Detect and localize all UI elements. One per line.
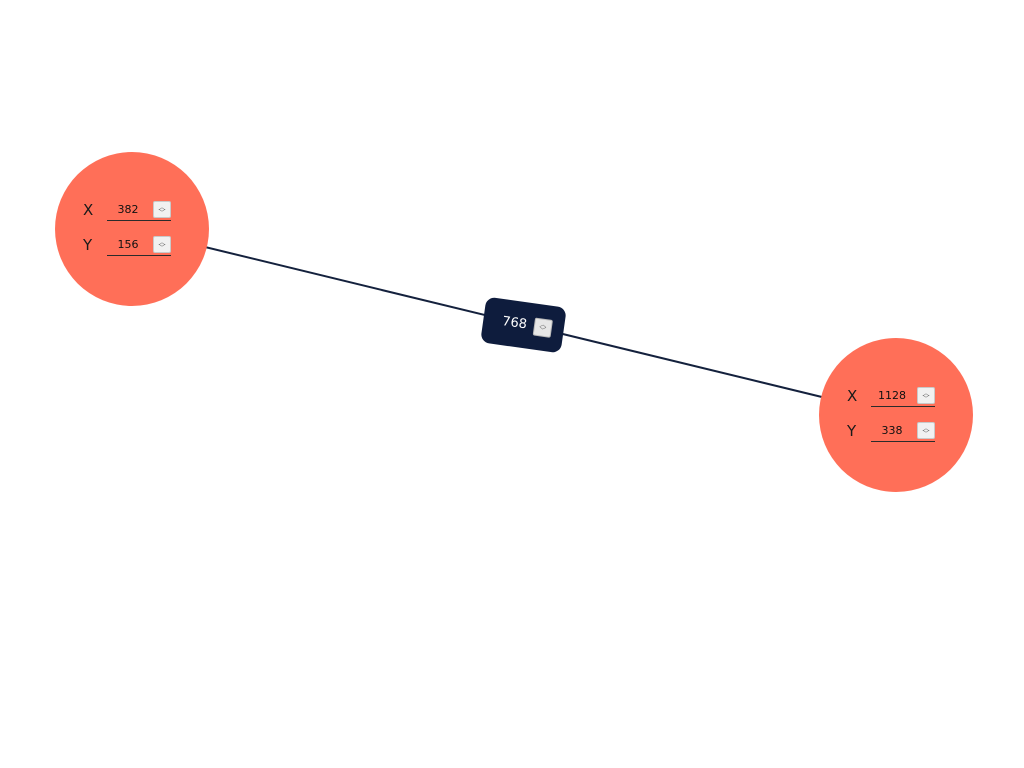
node-1-x-row: X 382 ︿﹀ <box>83 199 171 221</box>
graph-node-1[interactable]: X 382 ︿﹀ Y 156 ︿﹀ <box>55 152 209 306</box>
node-1-y-input[interactable]: 156 ︿﹀ <box>107 235 171 256</box>
node-2-x-input[interactable]: 1128 ︿﹀ <box>871 386 935 407</box>
up-down-chevron-icon[interactable]: ︿﹀ <box>532 317 553 338</box>
node-2-x-value[interactable]: 1128 <box>878 388 906 402</box>
node-1-y-label: Y <box>83 236 93 254</box>
up-down-chevron-icon[interactable]: ︿﹀ <box>153 236 171 253</box>
graph-node-2[interactable]: X 1128 ︿﹀ Y 338 ︿﹀ <box>819 338 973 492</box>
edge-weight-value[interactable]: 768 <box>501 314 528 333</box>
node-1-y-row: Y 156 ︿﹀ <box>83 234 171 256</box>
node-1-x-input[interactable]: 382 ︿﹀ <box>107 200 171 221</box>
node-1-y-value[interactable]: 156 <box>117 237 139 251</box>
up-down-chevron-icon[interactable]: ︿﹀ <box>153 201 171 218</box>
node-2-y-input[interactable]: 338 ︿﹀ <box>871 421 935 442</box>
node-1-x-label: X <box>83 201 94 219</box>
node-2-x-label: X <box>847 387 858 405</box>
node-1-x-value[interactable]: 382 <box>117 202 139 216</box>
node-2-y-value[interactable]: 338 <box>881 423 903 437</box>
node-2-x-row: X 1128 ︿﹀ <box>847 385 935 407</box>
up-down-chevron-icon[interactable]: ︿﹀ <box>917 422 935 439</box>
node-2-y-label: Y <box>847 422 857 440</box>
up-down-chevron-icon[interactable]: ︿﹀ <box>917 387 935 404</box>
node-2-y-row: Y 338 ︿﹀ <box>847 420 935 442</box>
